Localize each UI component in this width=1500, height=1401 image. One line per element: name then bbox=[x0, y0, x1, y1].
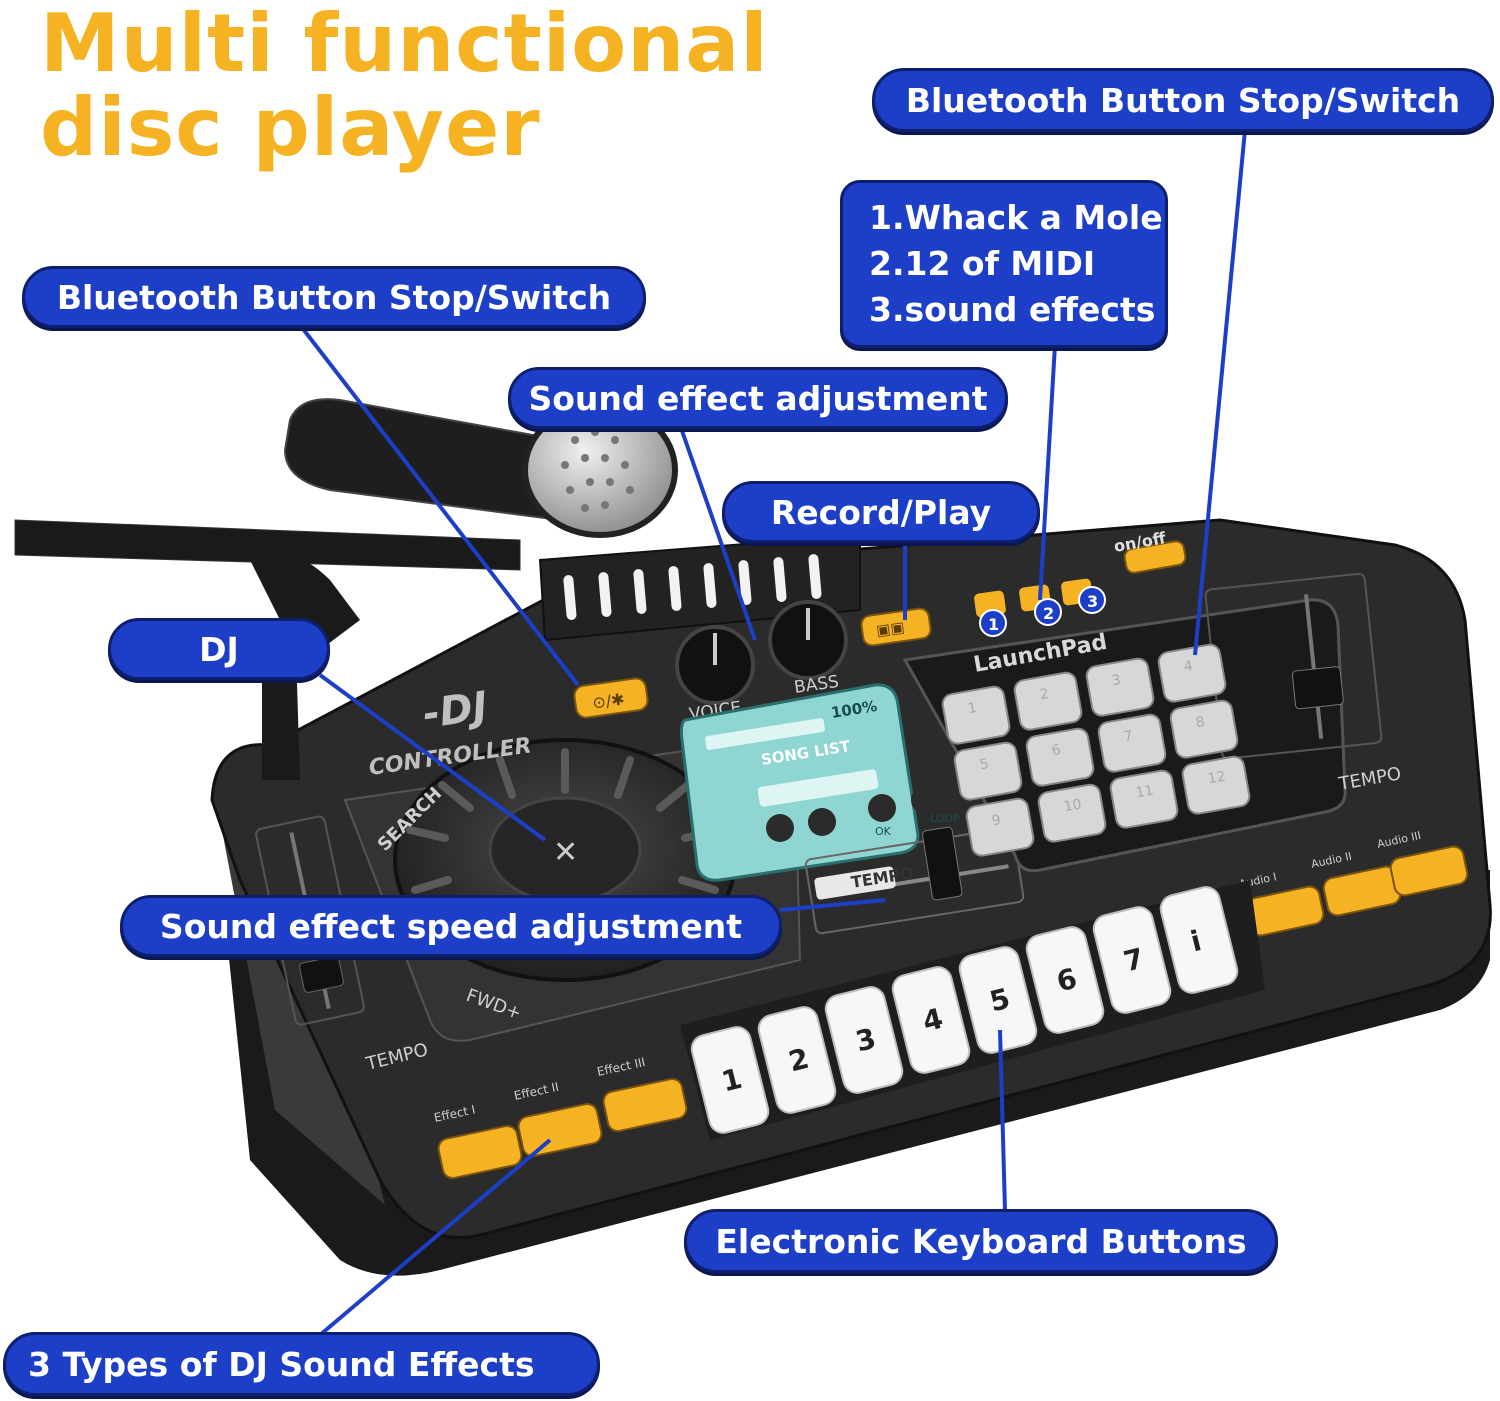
launchpad-pad-number: 5 bbox=[979, 756, 991, 773]
callout-sound-adjust: Sound effect adjustment bbox=[508, 367, 1008, 429]
headline-line-1: Multi functional bbox=[40, 0, 769, 90]
callout-keyboard: Electronic Keyboard Buttons bbox=[684, 1209, 1278, 1273]
launchpad-pad-number: 8 bbox=[1195, 714, 1207, 731]
callout-bluetooth-left: Bluetooth Button Stop/Switch bbox=[22, 266, 646, 328]
keyboard-key[interactable]: 2 bbox=[756, 1004, 838, 1116]
keyboard-key[interactable]: 1 bbox=[689, 1024, 771, 1136]
launchpad-pad[interactable]: 10 bbox=[1037, 783, 1107, 843]
brand-line-1: -DJ bbox=[420, 683, 491, 738]
screen-ok: OK bbox=[875, 825, 892, 838]
callout-text: Bluetooth Button Stop/Switch bbox=[905, 80, 1461, 120]
callout-effects: 3 Types of DJ Sound Effects bbox=[3, 1332, 600, 1396]
svg-text:✕: ✕ bbox=[553, 835, 578, 870]
callout-text: Bluetooth Button Stop/Switch bbox=[56, 277, 612, 317]
launchpad-pad[interactable]: 11 bbox=[1109, 769, 1179, 829]
callout-text: DJ bbox=[199, 629, 239, 669]
callout-record-play: Record/Play bbox=[722, 481, 1040, 543]
callout-bluetooth-top-right: Bluetooth Button Stop/Switch bbox=[872, 68, 1494, 132]
callout-text: Sound effect speed adjustment bbox=[159, 906, 743, 946]
launchpad-pad[interactable]: 8 bbox=[1169, 699, 1239, 759]
callout-mode-3: 3.sound effects bbox=[869, 290, 1156, 329]
launchpad-pad-number: 9 bbox=[991, 812, 1003, 829]
callout-dj: DJ bbox=[108, 618, 330, 680]
mode-number: 3 bbox=[1087, 592, 1098, 611]
launchpad-pad-number: 2 bbox=[1039, 686, 1051, 703]
launchpad-pad-number: 10 bbox=[1063, 797, 1083, 816]
keyboard-key[interactable]: 5 bbox=[957, 944, 1039, 1056]
launchpad-pad[interactable]: 3 bbox=[1085, 657, 1155, 717]
callout-speed-adjust: Sound effect speed adjustment bbox=[120, 895, 782, 957]
mode-number: 1 bbox=[988, 615, 999, 634]
keyboard-key[interactable]: 4 bbox=[890, 964, 972, 1076]
launchpad-pad-number: 7 bbox=[1123, 728, 1135, 745]
launchpad-pad[interactable]: 5 bbox=[953, 741, 1023, 801]
launchpad-pad-number: 6 bbox=[1051, 742, 1063, 759]
keyboard-key[interactable]: 7 bbox=[1091, 904, 1173, 1016]
audio-button-3 bbox=[1389, 845, 1469, 897]
launchpad-pad-number: 1 bbox=[967, 700, 979, 717]
launchpad-pad-number: 3 bbox=[1111, 672, 1123, 689]
callout-text: Record/Play bbox=[770, 492, 992, 532]
launchpad-pad-number: 12 bbox=[1207, 769, 1227, 788]
headline-line-2: disc player bbox=[40, 81, 541, 174]
launchpad-pad[interactable]: 7 bbox=[1097, 713, 1167, 773]
launchpad-pad[interactable]: 4 bbox=[1157, 643, 1227, 703]
mode-number: 2 bbox=[1043, 604, 1054, 623]
callout-text: 3 Types of DJ Sound Effects bbox=[28, 1344, 535, 1384]
callout-text: Electronic Keyboard Buttons bbox=[715, 1221, 1247, 1261]
launchpad-pad[interactable]: 12 bbox=[1181, 755, 1251, 815]
callout-mode-1: 1.Whack a Mole bbox=[869, 198, 1163, 237]
keyboard-key[interactable]: 6 bbox=[1024, 924, 1106, 1036]
launchpad-pad-number: 4 bbox=[1183, 658, 1195, 675]
callout-text: Sound effect adjustment bbox=[528, 378, 988, 418]
callout-mode-2: 2.12 of MIDI bbox=[869, 244, 1096, 283]
svg-text:⊙/✱: ⊙/✱ bbox=[591, 689, 626, 712]
launchpad-pad-number: 11 bbox=[1135, 783, 1155, 802]
launchpad-pad[interactable]: 2 bbox=[1013, 671, 1083, 731]
bluetooth-button-left bbox=[573, 677, 649, 719]
on-off-button bbox=[1123, 540, 1187, 574]
keyboard-key[interactable]: i bbox=[1158, 884, 1240, 996]
launchpad-pad[interactable]: 1 bbox=[941, 685, 1011, 745]
launchpad-pad[interactable]: 6 bbox=[1025, 727, 1095, 787]
callout-modes: 1.Whack a Mole 2.12 of MIDI 3.sound effe… bbox=[840, 180, 1168, 348]
launchpad-pad[interactable]: 9 bbox=[965, 797, 1035, 857]
screen-loop: LOOP bbox=[930, 812, 960, 825]
svg-text:▣▣: ▣▣ bbox=[875, 618, 906, 640]
headline: Multi functional disc player bbox=[40, 2, 769, 170]
record-play-button bbox=[860, 607, 932, 647]
keyboard-key[interactable]: 3 bbox=[823, 984, 905, 1096]
effect-button-3 bbox=[602, 1077, 688, 1133]
